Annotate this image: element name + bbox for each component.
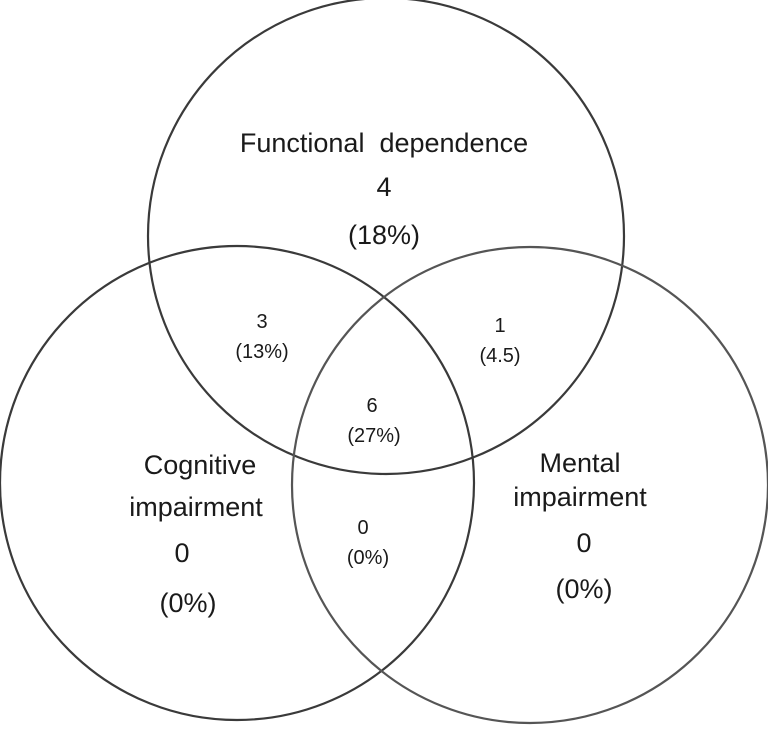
all-three-percent: (27%) xyxy=(347,425,400,447)
cognitive-impairment-label-line1: Cognitive xyxy=(144,450,257,480)
cognitive-mental-percent: (0%) xyxy=(347,547,389,569)
circle-mental-impairment xyxy=(290,245,768,725)
functional-mental-count: 1 xyxy=(494,315,505,337)
cognitive-impairment-label-line2: impairment xyxy=(129,492,263,522)
cognitive-mental-count: 0 xyxy=(357,517,368,539)
cognitive-impairment-count: 0 xyxy=(174,538,189,568)
all-three-count: 6 xyxy=(366,395,377,417)
functional-cognitive-count: 3 xyxy=(256,311,267,333)
circle-cognitive-impairment xyxy=(0,244,476,722)
functional-dependence-label: Functional dependence xyxy=(240,128,528,158)
functional-dependence-percent: (18%) xyxy=(348,220,420,250)
mental-impairment-count: 0 xyxy=(576,528,591,558)
cognitive-impairment-percent: (0%) xyxy=(159,588,216,618)
functional-dependence-count: 4 xyxy=(376,172,391,202)
circle-functional-dependence xyxy=(146,0,626,476)
mental-impairment-label-line1: Mental xyxy=(539,448,620,478)
mental-impairment-label-line2: impairment xyxy=(513,482,647,512)
functional-mental-percent: (4.5) xyxy=(479,345,520,367)
mental-impairment-percent: (0%) xyxy=(555,574,612,604)
functional-cognitive-percent: (13%) xyxy=(235,341,288,363)
